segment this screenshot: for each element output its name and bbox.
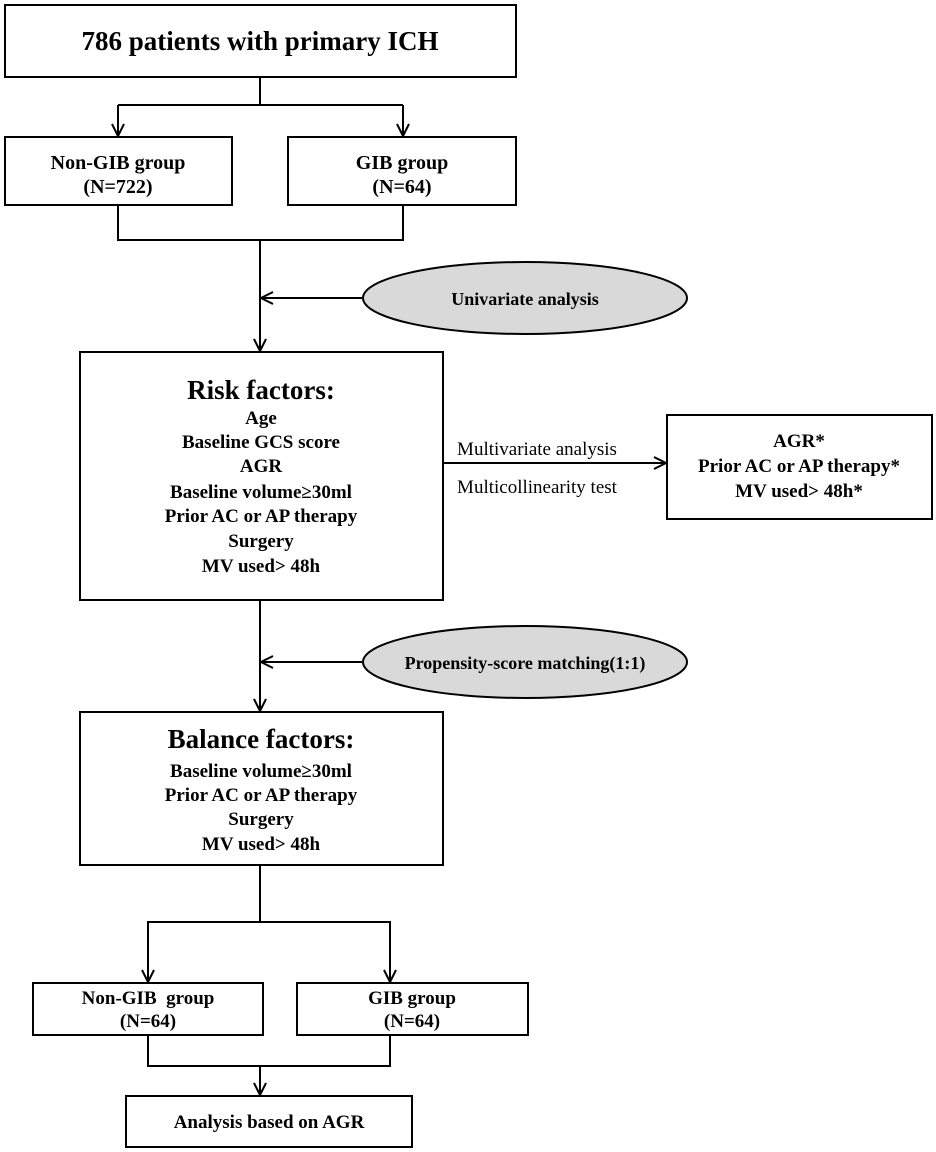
risk-factor-item: Age (245, 408, 277, 429)
multicollinearity-label: Multicollinearity test (457, 477, 618, 498)
top-title: 786 patients with primary ICH (82, 26, 439, 56)
balance-factors-title: Balance factors: (168, 724, 355, 754)
non-gib-matched-count: (N=64) (120, 1011, 176, 1032)
non-gib-initial-count: (N=722) (83, 176, 152, 198)
non-gib-initial-label: Non-GIB group (51, 152, 186, 174)
gib-initial-box (287, 136, 517, 206)
final-analysis-box (125, 1095, 413, 1148)
gib-matched-count: (N=64) (384, 1011, 440, 1032)
final-analysis-label: Analysis based on AGR (174, 1112, 365, 1133)
multivariate-label: Multivariate analysis (457, 439, 617, 460)
risk-factor-item: Baseline volume≥30ml (170, 482, 352, 503)
risk-factor-item: MV used> 48h (202, 556, 321, 577)
gib-initial-label: GIB group (356, 152, 448, 174)
balance-factor-item: Prior AC or AP therapy (165, 785, 358, 806)
risk-factor-item: Baseline GCS score (182, 432, 340, 453)
risk-factor-item: AGR (240, 456, 283, 477)
balance-factor-item: MV used> 48h (202, 834, 321, 855)
balance-factor-item: Surgery (228, 809, 294, 830)
psm-label: Propensity-score matching(1:1) (405, 653, 646, 674)
gib-matched-label: GIB group (368, 988, 456, 1009)
gib-initial-count: (N=64) (372, 176, 431, 198)
top-box (4, 4, 517, 78)
risk-factor-item: Surgery (228, 531, 294, 552)
risk-factor-item: Prior AC or AP therapy (165, 506, 358, 527)
independent-factor-item: AGR* (773, 431, 825, 452)
balance-factor-item: Baseline volume≥30ml (170, 761, 352, 782)
risk-factors-box (79, 351, 444, 601)
independent-factor-item: Prior AC or AP therapy* (698, 456, 900, 477)
univariate-label: Univariate analysis (451, 289, 599, 309)
gib-matched-box (296, 982, 529, 1036)
independent-factors-box (666, 414, 933, 520)
balance-factors-box (79, 711, 444, 866)
risk-factors-title: Risk factors: (187, 375, 335, 405)
non-gib-matched-label: Non-GIB group (82, 988, 215, 1009)
independent-factor-item: MV used> 48h* (735, 481, 863, 502)
